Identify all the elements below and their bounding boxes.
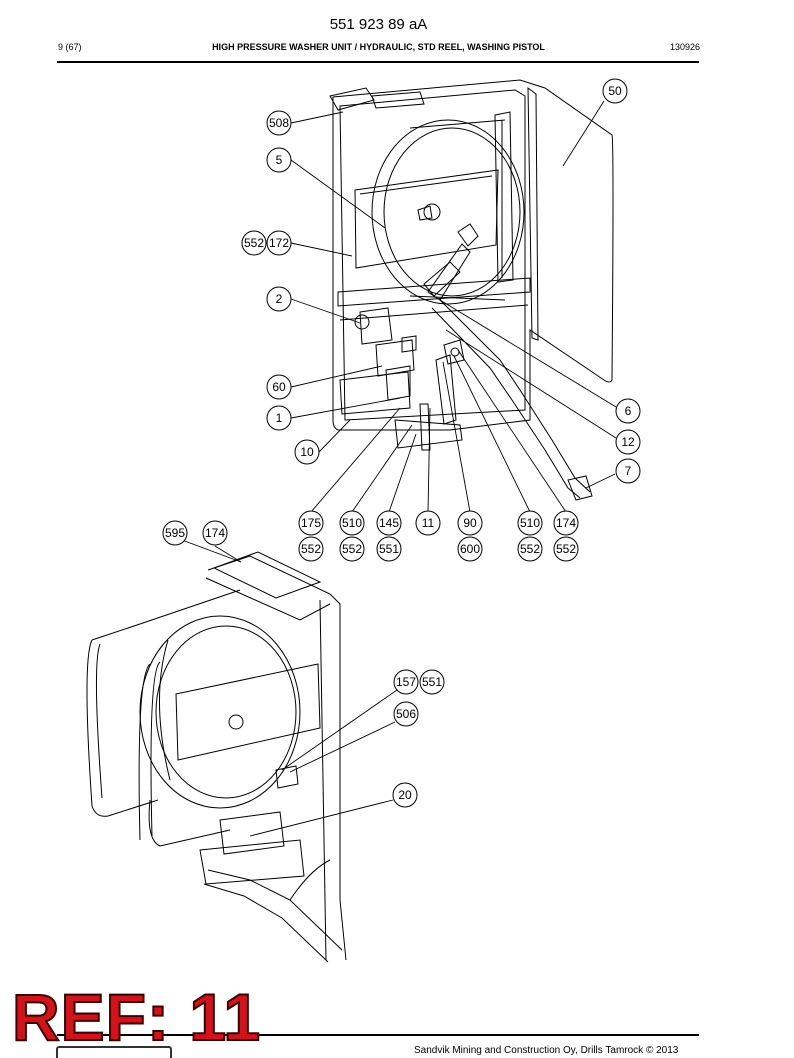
callout-bubble-510: 510: [517, 510, 543, 536]
svg-text:50: 50: [608, 84, 622, 98]
callout-bubble-12: 12: [615, 429, 641, 455]
page-title: HIGH PRESSURE WASHER UNIT / HYDRAULIC, S…: [212, 42, 545, 52]
callout-bubble-551: 551: [419, 669, 445, 695]
lower-assembly-illustration: [86, 551, 347, 963]
callout-bubble-7: 7: [615, 458, 641, 484]
header-rule: [57, 61, 699, 63]
callout-bubble-11: 11: [415, 510, 441, 536]
callout-bubble-552: 552: [339, 536, 365, 562]
callout-bubble-506: 506: [393, 701, 419, 727]
callout-bubble-172: 172: [266, 230, 292, 256]
callout-bubble-508: 508: [266, 110, 292, 136]
svg-text:552: 552: [342, 542, 362, 556]
callout-bubble-551: 551: [376, 536, 402, 562]
svg-text:1: 1: [276, 411, 283, 425]
svg-text:20: 20: [398, 788, 412, 802]
svg-text:175: 175: [301, 516, 321, 530]
svg-text:90: 90: [463, 516, 477, 530]
svg-text:174: 174: [205, 526, 225, 540]
callout-bubble-90: 90: [457, 510, 483, 536]
svg-text:5: 5: [276, 153, 283, 167]
svg-text:10: 10: [300, 445, 314, 459]
svg-text:157: 157: [396, 675, 416, 689]
callout-bubble-552: 552: [241, 230, 267, 256]
leader-lines: [181, 100, 617, 837]
svg-text:11: 11: [422, 516, 435, 530]
date-code: 130926: [669, 42, 700, 52]
svg-text:12: 12: [621, 435, 635, 449]
callout-bubble-510: 510: [339, 510, 365, 536]
svg-text:552: 552: [520, 542, 540, 556]
callout-bubble-50: 50: [602, 78, 628, 104]
ref-stamp: REF: 11: [11, 980, 262, 1054]
callout-bubble-174: 174: [553, 510, 579, 536]
svg-text:510: 510: [342, 516, 362, 530]
svg-text:60: 60: [272, 380, 286, 394]
footer-copyright: Sandvik Mining and Construction Oy, Dril…: [414, 1045, 679, 1056]
svg-text:510: 510: [520, 516, 540, 530]
callout-bubble-145: 145: [376, 510, 402, 536]
svg-text:506: 506: [396, 707, 416, 721]
svg-text:508: 508: [269, 116, 289, 130]
svg-text:7: 7: [625, 464, 632, 478]
callout-bubble-1: 1: [266, 405, 292, 431]
callout-bubble-174: 174: [202, 520, 228, 546]
footer-rule: [57, 1034, 699, 1036]
upper-assembly-illustration: [329, 79, 614, 501]
svg-text:552: 552: [244, 236, 264, 250]
svg-text:145: 145: [379, 516, 399, 530]
svg-text:600: 600: [460, 542, 480, 556]
callout-bubble-2: 2: [266, 286, 292, 312]
callout-bubble-20: 20: [392, 782, 418, 808]
page-number: 9 (67): [58, 42, 82, 52]
svg-text:551: 551: [379, 542, 399, 556]
svg-text:551: 551: [422, 675, 442, 689]
svg-text:2: 2: [276, 292, 283, 306]
svg-text:552: 552: [556, 542, 576, 556]
callout-bubble-552: 552: [553, 536, 579, 562]
svg-text:552: 552: [301, 542, 321, 556]
callout-bubble-5: 5: [266, 147, 292, 173]
callout-bubble-600: 600: [457, 536, 483, 562]
callout-bubble-552: 552: [517, 536, 543, 562]
callout-bubbles: 508 5 552 172 2 60 1 10 50 6 12 7 175 55…: [162, 78, 641, 808]
callout-bubble-60: 60: [266, 374, 292, 400]
svg-text:595: 595: [165, 526, 185, 540]
callout-bubble-10: 10: [294, 439, 320, 465]
callout-bubble-157: 157: [393, 669, 419, 695]
callout-bubble-595: 595: [162, 520, 188, 546]
document-number: 551 923 89 aA: [329, 16, 428, 33]
callout-bubble-175: 175: [298, 510, 324, 536]
callout-bubble-6: 6: [615, 398, 641, 424]
svg-text:6: 6: [625, 404, 632, 418]
svg-text:174: 174: [556, 516, 576, 530]
svg-text:172: 172: [269, 236, 289, 250]
company-logo: [56, 1046, 172, 1058]
callout-bubble-552: 552: [298, 536, 324, 562]
